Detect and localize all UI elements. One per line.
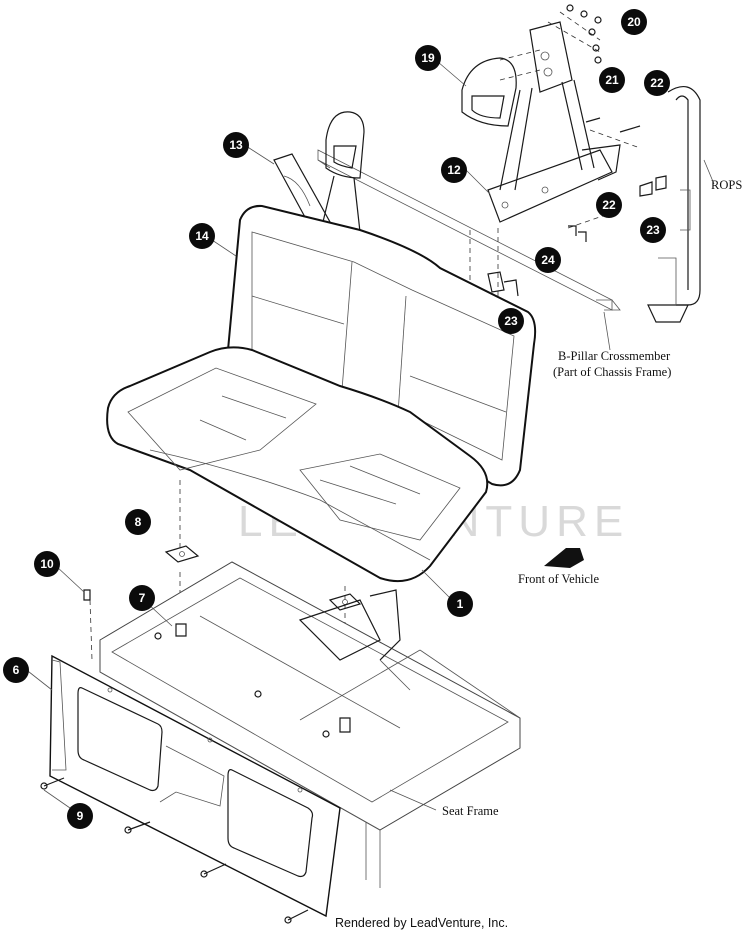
callout-23-lower: 23 bbox=[498, 308, 524, 334]
svg-text:22: 22 bbox=[650, 76, 664, 90]
svg-text:1: 1 bbox=[457, 597, 464, 611]
callout-20: 20 bbox=[621, 9, 647, 35]
label-front-of-vehicle: Front of Vehicle bbox=[518, 572, 599, 586]
callout-10: 10 bbox=[34, 551, 60, 577]
svg-text:24: 24 bbox=[541, 253, 555, 267]
callout-22-lower: 22 bbox=[596, 192, 622, 218]
svg-text:13: 13 bbox=[229, 138, 243, 152]
back-panel-6 bbox=[49, 654, 341, 918]
svg-text:9: 9 bbox=[77, 809, 84, 823]
rops-tube bbox=[647, 85, 701, 323]
label-crossmember-1: B-Pillar Crossmember bbox=[558, 349, 671, 363]
svg-text:6: 6 bbox=[13, 663, 20, 677]
svg-text:10: 10 bbox=[40, 557, 54, 571]
svg-text:19: 19 bbox=[421, 51, 435, 65]
callout-7: 7 bbox=[129, 585, 155, 611]
headrest-19 bbox=[461, 57, 517, 127]
svg-text:23: 23 bbox=[504, 314, 518, 328]
svg-text:8: 8 bbox=[135, 515, 142, 529]
front-arrow-icon bbox=[544, 548, 584, 568]
label-seat-frame: Seat Frame bbox=[442, 804, 499, 818]
upper-fasteners bbox=[487, 4, 667, 297]
svg-text:12: 12 bbox=[447, 163, 461, 177]
callout-23-right: 23 bbox=[640, 217, 666, 243]
svg-text:7: 7 bbox=[139, 591, 146, 605]
callout-12: 12 bbox=[441, 157, 467, 183]
svg-text:21: 21 bbox=[605, 73, 619, 87]
svg-text:22: 22 bbox=[602, 198, 616, 212]
svg-text:23: 23 bbox=[646, 223, 660, 237]
callout-13: 13 bbox=[223, 132, 249, 158]
headrest-mounted bbox=[321, 111, 365, 233]
callout-8: 8 bbox=[125, 509, 151, 535]
headrest-bracket bbox=[487, 21, 621, 223]
svg-text:14: 14 bbox=[195, 229, 209, 243]
small-fasteners bbox=[83, 589, 351, 738]
svg-text:20: 20 bbox=[627, 15, 641, 29]
fastener-leaders bbox=[499, 11, 641, 229]
callout-1: 1 bbox=[447, 591, 473, 617]
seat-frame bbox=[99, 561, 521, 888]
callout-9: 9 bbox=[67, 803, 93, 829]
callout-22-upper: 22 bbox=[644, 70, 670, 96]
label-crossmember-2: (Part of Chassis Frame) bbox=[553, 365, 671, 379]
callout-19: 19 bbox=[415, 45, 441, 71]
callout-14: 14 bbox=[189, 223, 215, 249]
bolts-9 bbox=[40, 777, 309, 924]
label-rops: ROPS bbox=[711, 178, 742, 192]
seat-cushion-1 bbox=[106, 346, 489, 582]
callout-6: 6 bbox=[3, 657, 29, 683]
callout-24: 24 bbox=[535, 247, 561, 273]
credit-text: Rendered by LeadVenture, Inc. bbox=[335, 916, 508, 930]
callout-21: 21 bbox=[599, 67, 625, 93]
